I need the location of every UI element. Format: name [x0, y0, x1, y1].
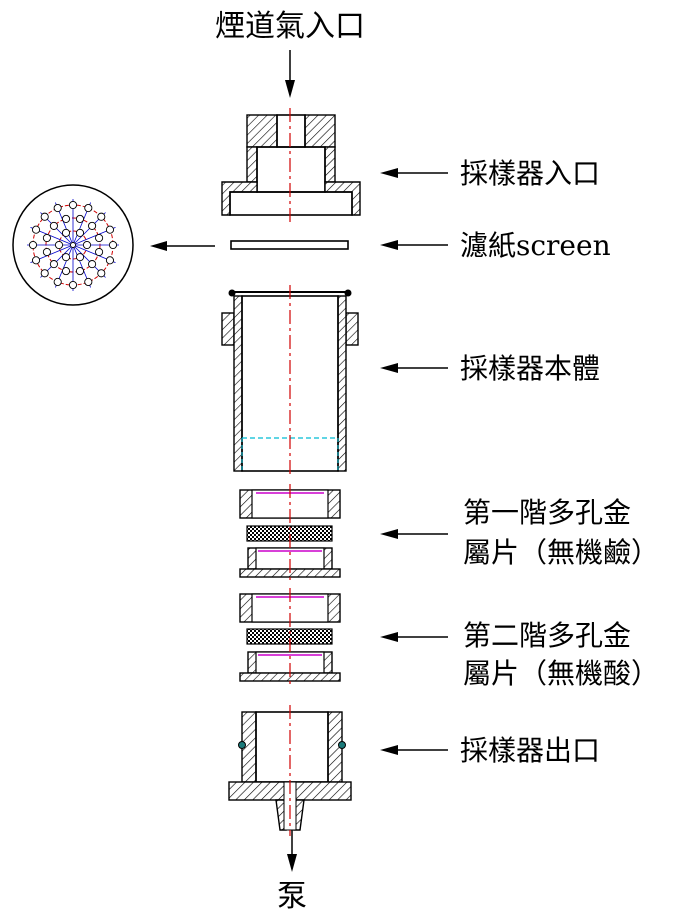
filter-detail-arrow	[150, 241, 215, 251]
screen-hole	[97, 212, 106, 221]
screen-hole	[84, 277, 93, 287]
filter-disk	[230, 240, 349, 250]
screen-hole	[53, 203, 62, 213]
sampler-inlet-part	[221, 108, 361, 222]
screen-hole	[84, 203, 93, 213]
screen-hole	[31, 256, 41, 265]
screen-hole	[75, 228, 85, 237]
screen-hole	[42, 233, 51, 243]
sampler-outlet-label: 採樣器出口	[460, 734, 600, 767]
screen-hole	[40, 269, 49, 278]
screen-hole	[61, 214, 71, 223]
sampler-inlet-label: 採樣器入口	[460, 157, 600, 190]
screen-hole	[82, 240, 92, 250]
screen-hole	[75, 253, 85, 262]
screen-hole	[97, 269, 106, 278]
pump-label: 泵	[277, 879, 307, 914]
stage2-label-line2: 屬片（無機酸）	[463, 657, 659, 690]
filter-screen-detail	[12, 184, 134, 306]
screen-hole	[61, 228, 71, 237]
screen-hole	[105, 256, 115, 265]
stage1-plate-assembly	[239, 484, 341, 582]
screen-hole	[61, 267, 71, 276]
sampler-outlet-part	[228, 705, 352, 836]
callout-sampler-outlet: 採樣器出口	[380, 734, 600, 767]
sampler-body-label: 採樣器本體	[460, 352, 600, 385]
stage2-label-line1: 第二階多孔金	[463, 619, 631, 652]
stage1-label-line1: 第一階多孔金	[463, 496, 631, 529]
screen-hole	[42, 247, 51, 257]
screen-hole	[54, 240, 64, 250]
screen-hole	[68, 200, 78, 210]
screen-hole	[31, 225, 41, 234]
inlet-arrow	[285, 50, 295, 98]
stage1-label-line2: 屬片（無機鹼）	[463, 536, 659, 569]
outlet-arrow	[287, 830, 297, 872]
screen-hole	[88, 260, 97, 269]
stage2-plate-assembly	[239, 588, 341, 686]
callout-stage2: 第二階多孔金 屬片（無機酸）	[380, 619, 659, 690]
screen-hole	[88, 221, 97, 230]
filter-label: 濾紙screen	[460, 229, 611, 262]
screen-hole	[28, 240, 38, 250]
screen-hole	[49, 260, 58, 269]
screen-hole	[108, 240, 118, 250]
callout-filter: 濾紙screen	[380, 229, 611, 262]
screen-hole	[105, 225, 115, 234]
screen-hole	[53, 277, 62, 287]
screen-hole	[95, 233, 104, 243]
screen-hole	[68, 280, 78, 290]
callout-stage1: 第一階多孔金 屬片（無機鹼）	[380, 496, 659, 569]
screen-hole	[70, 242, 76, 248]
screen-hole	[61, 253, 71, 262]
screen-hole	[95, 247, 104, 257]
screen-hole	[49, 221, 58, 230]
screen-hole	[75, 214, 85, 223]
screen-hole	[40, 212, 49, 221]
sampler-body-part	[221, 285, 359, 478]
callout-sampler-body: 採樣器本體	[380, 352, 600, 385]
screen-hole	[75, 267, 85, 276]
callout-sampler-inlet: 採樣器入口	[380, 157, 600, 190]
flue-gas-inlet-label: 煙道氣入口	[215, 9, 365, 44]
